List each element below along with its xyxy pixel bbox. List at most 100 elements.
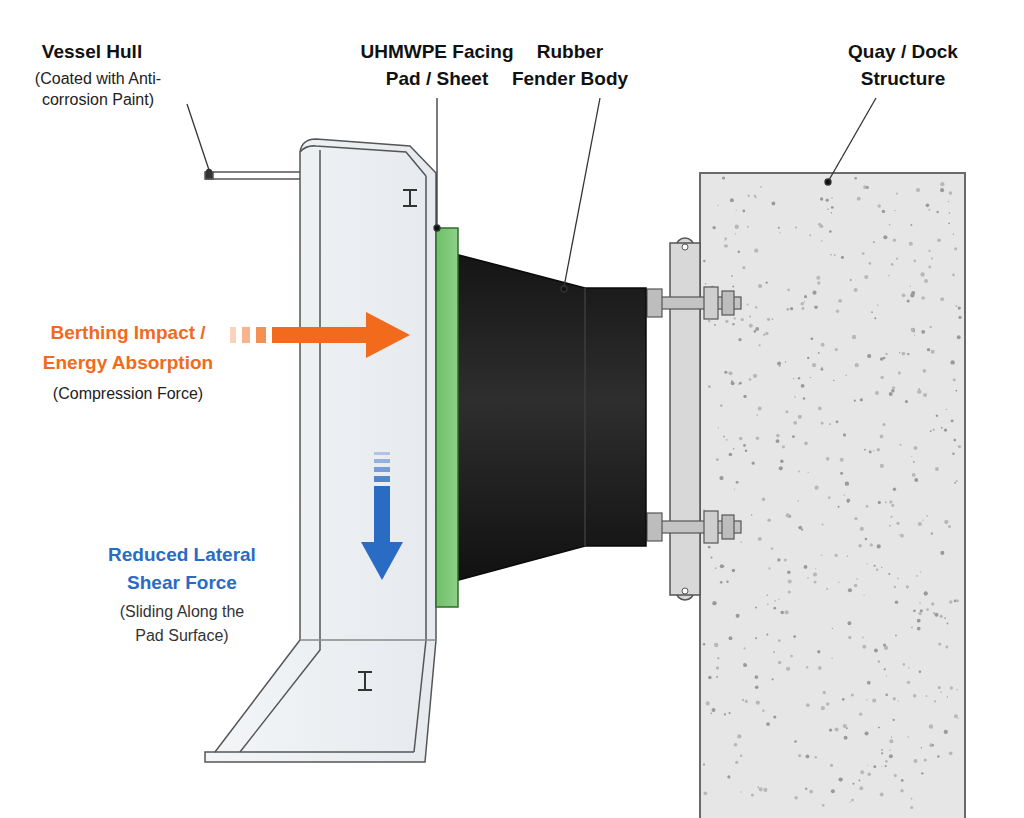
concrete-speck [751,514,753,516]
concrete-speck [948,201,950,203]
concrete-speck [847,556,848,557]
concrete-speck [829,230,832,233]
concrete-speck [910,286,911,287]
concrete-speck [767,318,770,321]
concrete-speck [893,697,896,700]
concrete-speck [911,328,914,331]
concrete-speck [768,567,770,569]
concrete-speck [765,332,768,335]
concrete-speck [773,607,776,610]
concrete-speck [708,546,711,549]
concrete-speck [766,281,768,283]
concrete-speck [878,727,880,729]
concrete-speck [929,326,931,328]
concrete-speck [921,772,923,774]
concrete-speck [874,649,878,653]
concrete-speck [944,730,948,734]
concrete-speck [940,188,944,192]
concrete-speck [756,701,760,705]
concrete-speck [808,472,809,473]
concrete-speck [821,343,825,347]
concrete-speck [712,601,716,605]
concrete-speck [867,681,871,685]
concrete-speck [711,556,713,558]
leader-line [829,98,876,180]
concrete-speck [900,789,903,792]
concrete-speck [906,585,909,588]
concrete-speck [703,260,705,262]
concrete-speck [934,700,936,702]
concrete-speck [712,226,715,229]
concrete-speck [755,607,757,609]
concrete-speck [778,227,780,229]
concrete-speck [760,186,761,187]
hull-inner-line [414,176,426,752]
concrete-speck [718,427,719,428]
concrete-speck [899,352,900,353]
concrete-speck [890,516,892,518]
concrete-speck [944,520,948,524]
concrete-speck [790,655,793,658]
concrete-speck [716,666,719,669]
concrete-speck [922,519,923,520]
concrete-speck [735,233,736,234]
hull-bottom-plate [215,751,414,753]
concrete-speck [732,323,734,325]
concrete-speck [931,533,933,535]
concrete-speck [798,754,801,757]
concrete-speck [794,740,797,743]
concrete-speck [820,197,823,200]
concrete-speck [835,727,839,731]
concrete-speck [854,177,856,179]
anchor-bolt [643,511,741,543]
concrete-speck [924,279,928,283]
concrete-speck [883,235,887,239]
concrete-speck [771,547,774,550]
concrete-speck [745,700,748,703]
concrete-speck [878,501,881,504]
concrete-speck [743,395,746,398]
concrete-speck [859,786,863,790]
concrete-speck [703,643,705,645]
concrete-speck [842,698,845,701]
concrete-speck [724,244,728,248]
concrete-speck [847,621,851,625]
concrete-speck [956,480,958,482]
concrete-speck [883,644,886,647]
concrete-speck [798,415,802,419]
concrete-speck [766,594,767,595]
concrete-speck [844,494,846,496]
quay-wall [700,173,965,818]
concrete-speck [756,414,758,416]
concrete-speck [936,415,938,417]
concrete-speck [884,668,886,670]
rubber-fender [455,254,646,581]
concrete-speck [871,311,873,313]
concrete-speck [801,307,804,310]
concrete-speck [785,410,788,413]
concrete-speck [885,765,887,767]
leader-dot [561,286,567,292]
concrete-speck [737,734,741,738]
concrete-speck [731,381,735,385]
concrete-speck [831,212,832,213]
concrete-speck [958,316,961,319]
concrete-speck [920,571,922,573]
concrete-speck [788,579,792,583]
label-box: Quay / Dock Structure [836,38,970,92]
concrete-speck [730,198,734,202]
concrete-speck [893,238,896,241]
concrete-speck [741,318,744,321]
concrete-speck [940,551,944,555]
concrete-speck [909,242,913,246]
concrete-speck [755,675,759,679]
concrete-speck [949,191,953,195]
leader-dot [207,170,212,175]
concrete-speck [793,421,797,425]
concrete-speck [878,660,881,663]
concrete-speck [795,226,797,228]
concrete-speck [875,391,879,395]
concrete-speck [749,316,751,318]
label-box: Reduced Lateral Shear Force [101,541,263,597]
concrete-speck [778,599,779,600]
